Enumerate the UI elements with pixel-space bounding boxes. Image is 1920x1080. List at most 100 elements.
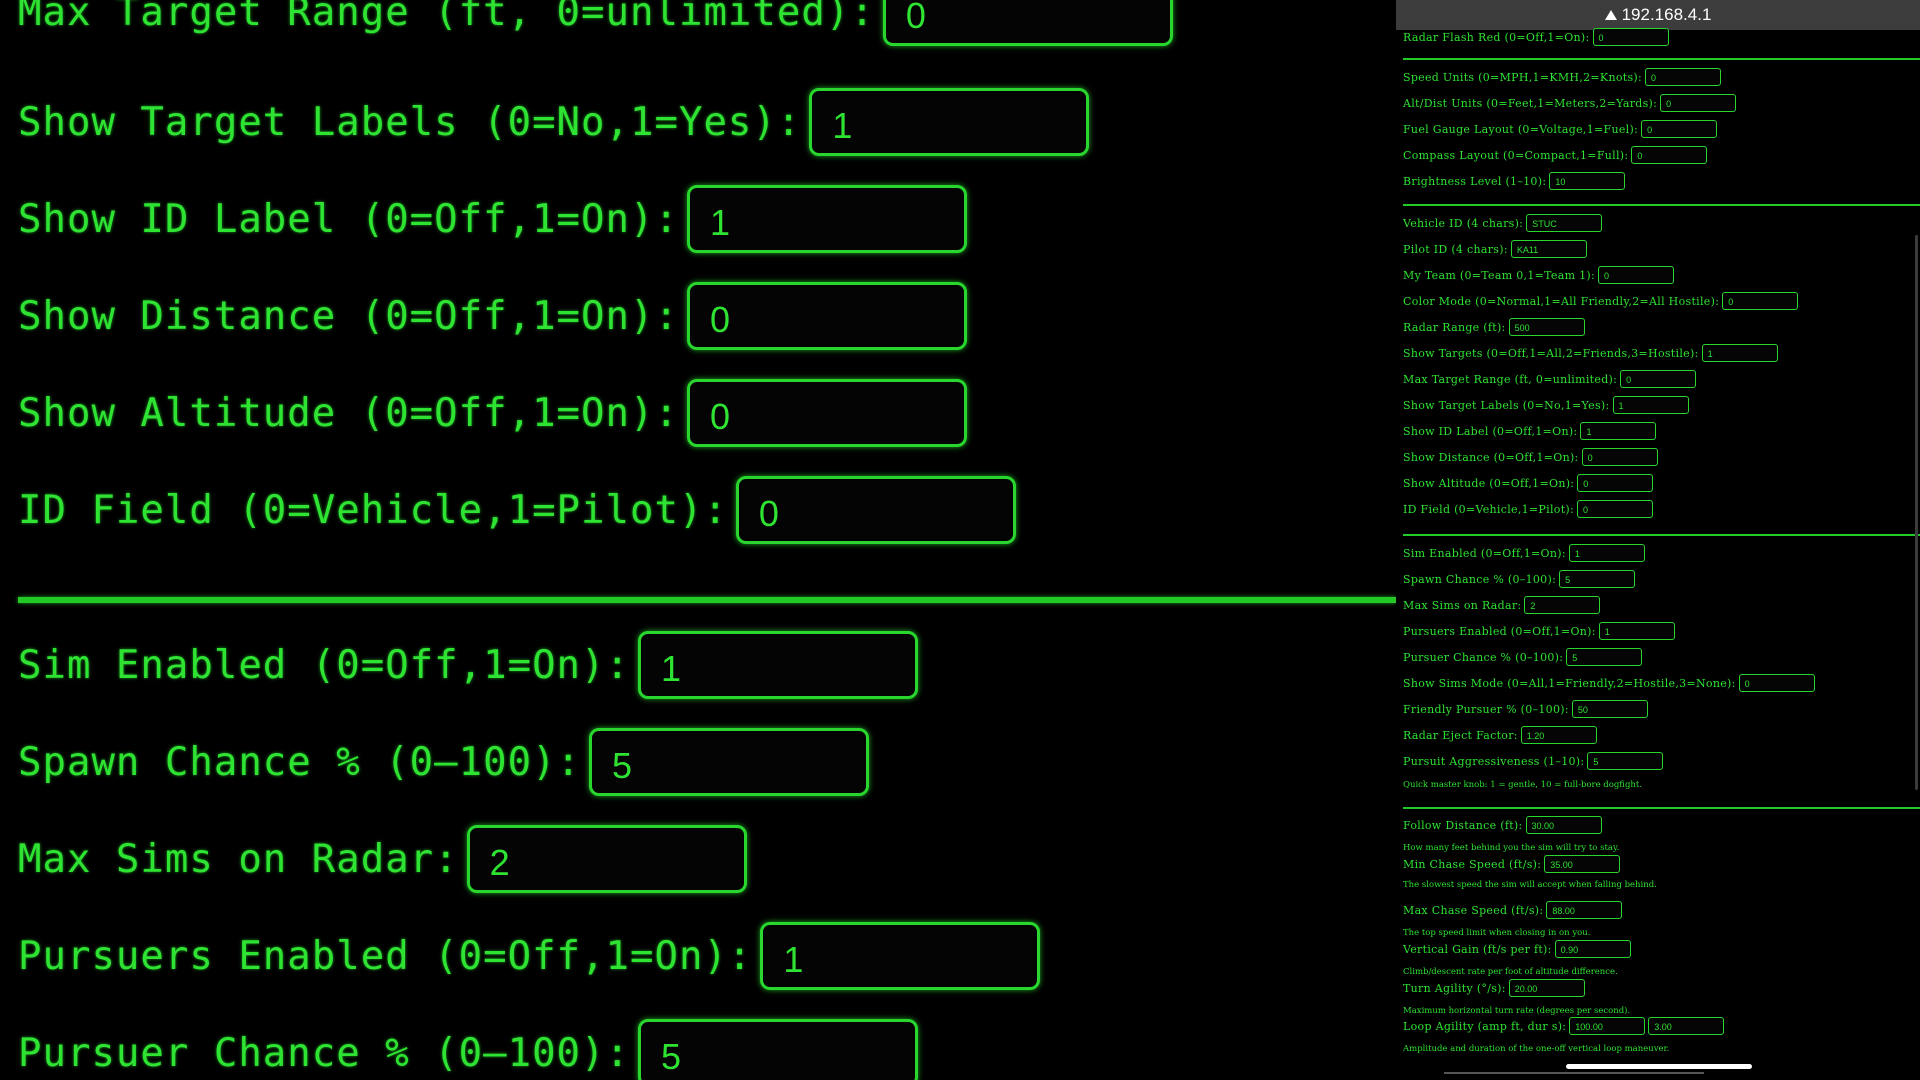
setting-row: Show Distance (0=Off,1=On): 0 (1403, 448, 1658, 466)
spawn-chance-input-small[interactable]: 5 (1559, 570, 1636, 588)
alt-dist-units-input[interactable]: 0 (1660, 94, 1737, 112)
friendly-pursuer-input[interactable]: 50 (1571, 700, 1648, 718)
brightness-level-input[interactable]: 10 (1549, 172, 1626, 190)
setting-label: Sim Enabled (0=Off,1=On): (1403, 546, 1566, 560)
radar-flash-red-input[interactable]: 0 (1592, 28, 1669, 46)
setting-row-max-target-range: Max Target Range (ft, 0=unlimited): 0 (18, 0, 1173, 46)
setting-label: Max Target Range (ft, 0=unlimited): (1403, 372, 1618, 386)
help-note: The slowest speed the sim will accept wh… (1403, 880, 1657, 890)
loop-agility-duration-input[interactable]: 3.00 (1648, 1017, 1725, 1035)
id-field-input-small[interactable]: 0 (1577, 500, 1654, 518)
setting-row: Radar Eject Factor: 1.20 (1403, 726, 1597, 744)
show-target-labels-input[interactable]: 1 (809, 88, 1090, 156)
setting-row: Speed Units (0=MPH,1=KMH,2=Knots): 0 (1403, 68, 1722, 86)
max-sims-input[interactable]: 2 (466, 825, 747, 893)
setting-row: Compass Layout (0=Compact,1=Full): 0 (1403, 146, 1708, 164)
setting-row: Radar Range (ft): 500 (1403, 318, 1585, 336)
setting-row: Sim Enabled (0=Off,1=On): 1 (1403, 544, 1645, 562)
spawn-chance-input[interactable]: 5 (589, 728, 870, 796)
max-sims-input-small[interactable]: 2 (1524, 596, 1601, 614)
setting-row: Vertical Gain (ft/s per ft): 0.90 (1403, 940, 1631, 958)
my-team-input[interactable]: 0 (1598, 266, 1675, 284)
pilot-id-input[interactable]: KA11 (1510, 240, 1587, 258)
fuel-gauge-layout-input[interactable]: 0 (1641, 120, 1718, 138)
vehicle-id-input[interactable]: STUC (1526, 214, 1603, 232)
zoomed-settings-panel: Max Target Range (ft, 0=unlimited): 0 Sh… (18, 0, 1396, 1080)
help-note: The top speed limit when closing in on y… (1403, 928, 1591, 938)
show-target-labels-input-small[interactable]: 1 (1612, 396, 1689, 414)
home-indicator[interactable] (1566, 1064, 1752, 1069)
max-target-range-input[interactable]: 0 (882, 0, 1173, 46)
section-divider (18, 597, 1396, 603)
follow-distance-input[interactable]: 30.00 (1525, 816, 1602, 834)
setting-row: Pursuit Aggressiveness (1–10): 5 (1403, 752, 1664, 770)
setting-label: Spawn Chance % (0–100): (18, 739, 582, 785)
show-distance-input[interactable]: 0 (686, 282, 967, 350)
pursuer-chance-input[interactable]: 5 (638, 1019, 918, 1080)
setting-row: Show Sims Mode (0=All,1=Friendly,2=Hosti… (1403, 674, 1815, 692)
setting-label: Alt/Dist Units (0=Feet,1=Meters,2=Yards)… (1403, 96, 1658, 110)
sim-enabled-input-small[interactable]: 1 (1568, 544, 1645, 562)
loop-agility-amplitude-input[interactable]: 100.00 (1569, 1017, 1646, 1035)
show-sims-mode-input[interactable]: 0 (1738, 674, 1815, 692)
compass-layout-input[interactable]: 0 (1631, 146, 1708, 164)
setting-label: Pursuer Chance % (0–100): (18, 1030, 630, 1076)
setting-label: My Team (0=Team 0,1=Team 1): (1403, 268, 1596, 282)
setting-row: Show Target Labels (0=No,1=Yes): 1 (1403, 396, 1689, 414)
setting-label: Compass Layout (0=Compact,1=Full): (1403, 148, 1629, 162)
setting-row: Radar Flash Red (0=Off,1=On): 0 (1403, 28, 1669, 46)
show-altitude-input-small[interactable]: 0 (1577, 474, 1654, 492)
setting-row-max-sims: Max Sims on Radar: 2 (18, 825, 747, 893)
max-target-range-input-small[interactable]: 0 (1620, 370, 1697, 388)
horizontal-scrollbar[interactable] (1444, 1072, 1704, 1074)
setting-row: Loop Agility (amp ft, dur s): 100.00 3.0… (1403, 1017, 1725, 1035)
show-altitude-input[interactable]: 0 (686, 379, 967, 447)
setting-label: Show ID Label (0=Off,1=On): (1403, 424, 1578, 438)
max-chase-speed-input[interactable]: 88.00 (1546, 901, 1623, 919)
setting-row: Show Targets (0=Off,1=All,2=Friends,3=Ho… (1403, 344, 1778, 362)
setting-row-show-altitude: Show Altitude (0=Off,1=On): 0 (18, 379, 967, 447)
setting-label: Show Altitude (0=Off,1=On): (18, 390, 679, 436)
setting-label: Sim Enabled (0=Off,1=On): (18, 642, 630, 688)
setting-label: Friendly Pursuer % (0–100): (1403, 702, 1569, 716)
pursuit-aggressiveness-input[interactable]: 5 (1587, 752, 1664, 770)
section-divider (1403, 58, 1920, 60)
setting-label: Speed Units (0=MPH,1=KMH,2=Knots): (1403, 70, 1643, 84)
sim-enabled-input[interactable]: 1 (638, 631, 918, 699)
show-distance-input-small[interactable]: 0 (1581, 448, 1658, 466)
setting-row: Vehicle ID (4 chars): STUC (1403, 214, 1603, 232)
color-mode-input[interactable]: 0 (1722, 292, 1799, 310)
setting-row: Min Chase Speed (ft/s): 35.00 (1403, 855, 1621, 873)
pursuers-enabled-input-small[interactable]: 1 (1598, 622, 1675, 640)
show-id-label-input[interactable]: 1 (686, 185, 967, 253)
pursuer-chance-input-small[interactable]: 5 (1566, 648, 1643, 666)
setting-label: Show Distance (0=Off,1=On): (1403, 450, 1579, 464)
setting-label: Radar Eject Factor: (1403, 728, 1518, 742)
speed-units-input[interactable]: 0 (1645, 68, 1722, 86)
setting-row: Friendly Pursuer % (0–100): 50 (1403, 700, 1648, 718)
setting-label: Pursuers Enabled (0=Off,1=On): (18, 933, 753, 979)
min-chase-speed-input[interactable]: 35.00 (1544, 855, 1621, 873)
setting-row-id-field: ID Field (0=Vehicle,1=Pilot): 0 (18, 476, 1016, 544)
vertical-gain-input[interactable]: 0.90 (1554, 940, 1631, 958)
radar-range-input[interactable]: 500 (1508, 318, 1585, 336)
show-targets-input[interactable]: 1 (1701, 344, 1778, 362)
setting-row: Fuel Gauge Layout (0=Voltage,1=Fuel): 0 (1403, 120, 1718, 138)
setting-row: Spawn Chance % (0–100): 5 (1403, 570, 1636, 588)
setting-label: Max Sims on Radar: (18, 836, 459, 882)
help-note: How many feet behind you the sim will tr… (1403, 843, 1620, 853)
radar-eject-factor-input[interactable]: 1.20 (1520, 726, 1597, 744)
setting-label: Turn Agility (°/s): (1403, 981, 1506, 995)
setting-label: Min Chase Speed (ft/s): (1403, 857, 1542, 871)
setting-label: Max Target Range (ft, 0=unlimited): (18, 0, 875, 35)
setting-row: Alt/Dist Units (0=Feet,1=Meters,2=Yards)… (1403, 94, 1737, 112)
setting-label: Show Targets (0=Off,1=All,2=Friends,3=Ho… (1403, 346, 1699, 360)
setting-row: Max Chase Speed (ft/s): 88.00 (1403, 901, 1623, 919)
vertical-scrollbar[interactable] (1915, 235, 1918, 790)
setting-label: ID Field (0=Vehicle,1=Pilot): (18, 487, 728, 533)
pursuers-enabled-input[interactable]: 1 (760, 922, 1041, 990)
setting-label: Radar Flash Red (0=Off,1=On): (1403, 30, 1590, 44)
turn-agility-input[interactable]: 20.00 (1508, 979, 1585, 997)
show-id-label-input-small[interactable]: 1 (1580, 422, 1657, 440)
id-field-input[interactable]: 0 (735, 476, 1016, 544)
